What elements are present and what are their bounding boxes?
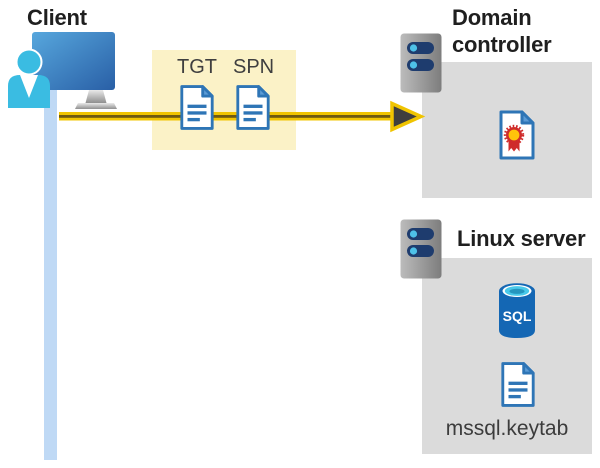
certificate-icon (499, 110, 535, 160)
monitor-icon (32, 32, 115, 90)
client-timeline-line (44, 88, 57, 460)
client-computer-person-icon (8, 32, 117, 109)
tgt-label: TGT (177, 56, 217, 78)
linux-server-icon (400, 219, 442, 279)
linux-server-title: Linux server (457, 226, 586, 251)
client-title: Client (27, 5, 87, 30)
arrow-right-icon (59, 100, 426, 133)
keytab-filename: mssql.keytab (445, 417, 569, 440)
sql-database-icon: SQL (499, 283, 535, 338)
spn-document-icon (236, 85, 270, 130)
spn-label: SPN (233, 56, 275, 78)
monitor-stand (85, 90, 107, 103)
sql-badge-text: SQL (503, 308, 532, 324)
ticket-highlight-box (152, 50, 296, 150)
tgt-document-icon (180, 85, 214, 130)
keytab-document-icon (501, 362, 535, 407)
domain-controller-title: Domain controller (452, 5, 552, 57)
person-icon (8, 48, 50, 108)
monitor-base (75, 103, 117, 109)
domain-controller-server-icon (400, 33, 442, 93)
